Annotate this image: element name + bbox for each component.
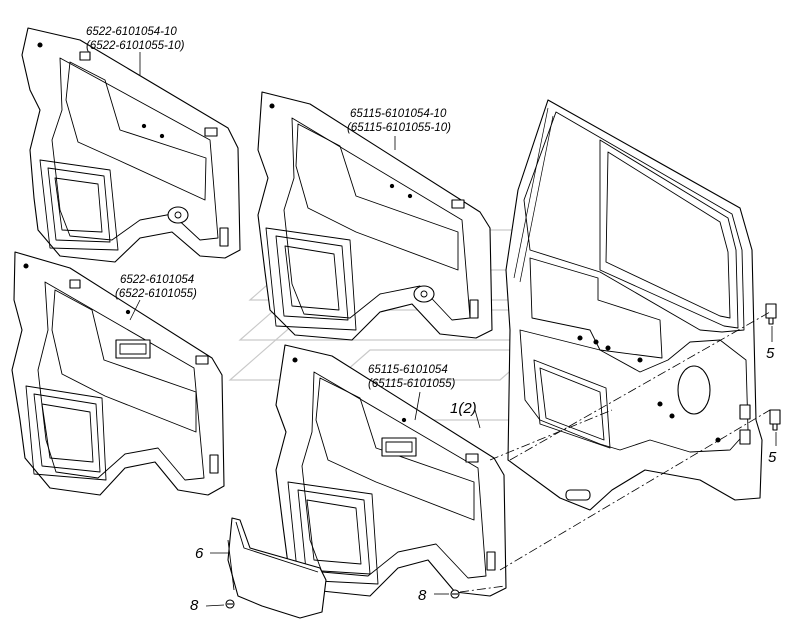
screw-8-left (225, 599, 235, 609)
callout-panel-c-line2: (6522-6101055) (115, 288, 197, 300)
callout-item-5-upper: 5 (766, 345, 775, 362)
assembly-lines (459, 311, 771, 593)
callout-panel-b-line2: (65115-6101055-10) (347, 122, 451, 134)
callout-panel-b-line1: 65115-6101054-10 (350, 108, 447, 120)
callout-panel-d-line2: (65115-6101055) (368, 378, 456, 390)
screw-8-right (450, 589, 460, 599)
door-panel-6522-10 (21, 27, 241, 263)
callout-item-8-left: 8 (190, 597, 199, 614)
callout-panel-d-line1: 65115-6101054 (368, 364, 448, 376)
clip-5-upper (765, 303, 777, 325)
door-panel-6522 (11, 251, 225, 496)
callout-item-5-lower: 5 (768, 449, 777, 466)
clip-5-lower (769, 409, 781, 431)
callout-item-6: 6 (195, 545, 204, 562)
door-panel-65115 (275, 344, 507, 597)
callout-item-8-right: 8 (418, 587, 427, 604)
callout-panel-a-line1: 6522-6101054-10 (86, 26, 177, 38)
leader-lines (129, 52, 777, 607)
pocket-6 (227, 517, 327, 619)
callout-panel-c-line1: 6522-6101054 (120, 274, 194, 286)
door-frame (505, 99, 763, 511)
callout-item-1: 1(2) (450, 400, 477, 417)
door-panel-65115-10 (257, 91, 493, 341)
callout-panel-a-line2: (6522-6101055-10) (86, 40, 185, 52)
